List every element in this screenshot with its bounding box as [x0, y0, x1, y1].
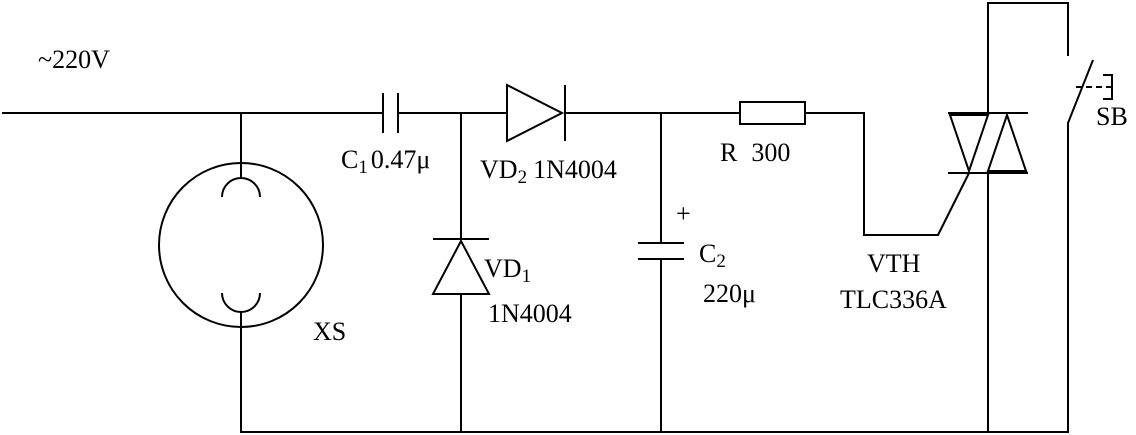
label-c2-value: 220μ [703, 279, 756, 308]
diode-vd2 [506, 83, 566, 143]
label-vd1-value: 1N4004 [488, 299, 572, 328]
resistor-r [739, 101, 806, 125]
label-vth: VTH [867, 249, 921, 278]
vd2-triangle [506, 83, 565, 143]
capacitor-c1 [382, 93, 399, 133]
socket-xs [158, 162, 324, 328]
label-xs: XS [313, 317, 346, 346]
socket-contact-top [221, 177, 261, 198]
triac-triangle-down [948, 114, 990, 175]
diode-vd1 [431, 238, 491, 295]
sb-button [1103, 74, 1113, 100]
socket-contact-bottom [221, 292, 261, 313]
sb-blade [1067, 59, 1094, 124]
label-c2: C2 [699, 239, 726, 272]
triac-triangle-up [986, 111, 1028, 172]
label-sb: SB [1096, 102, 1128, 131]
label-vth-value: TLC336A [840, 285, 947, 314]
wire-top-rail [987, 2, 1069, 56]
label-supply: ~220V [38, 45, 110, 74]
r-body [739, 101, 806, 125]
socket-outline [158, 162, 324, 328]
wire-r-to-gate [804, 112, 939, 236]
label-vd1: VD1 [484, 254, 531, 287]
triac-gate [937, 172, 970, 236]
switch-sb [1067, 59, 1113, 124]
vd1-triangle [431, 238, 491, 295]
triac-vth [937, 111, 1028, 236]
wires [2, 2, 1069, 433]
capacitor-c2 [638, 242, 684, 260]
label-c2-plus: + [676, 199, 691, 228]
